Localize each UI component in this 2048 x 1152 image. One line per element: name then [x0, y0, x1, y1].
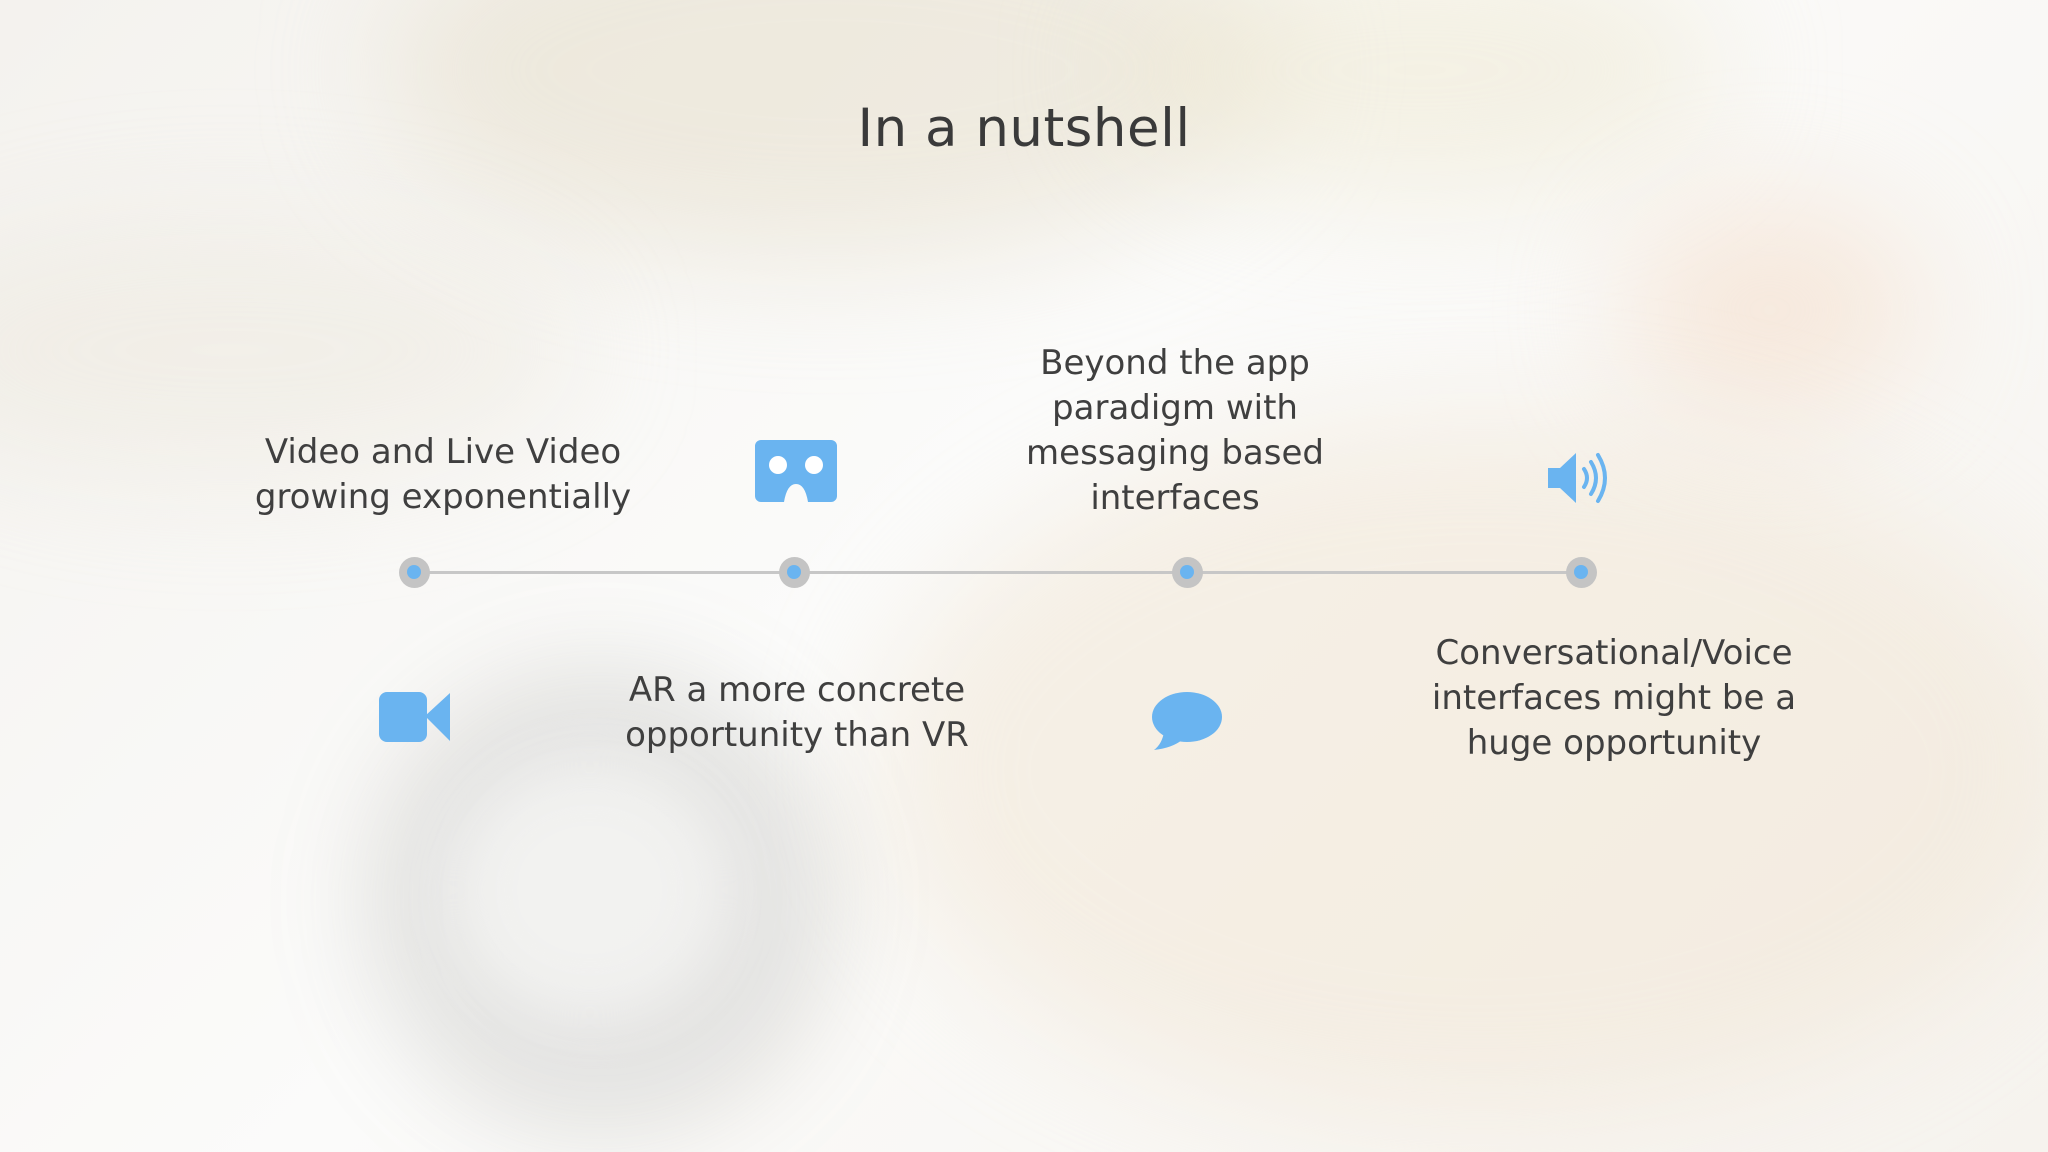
- video-camera-icon: [379, 692, 450, 742]
- caption-line: huge opportunity: [1466, 723, 1762, 763]
- speaker-volume-icon: [1548, 453, 1607, 503]
- timeline-node-4: [1565, 556, 1597, 588]
- timeline-node-2: [778, 556, 810, 588]
- timeline-node-3: [1171, 556, 1203, 588]
- slide-title: In a nutshell: [857, 98, 1191, 159]
- caption-line: opportunity than VR: [625, 715, 969, 755]
- timeline-caption-ar: AR a more concrete opportunity than VR: [597, 668, 997, 758]
- caption-line: Beyond the app: [1040, 343, 1310, 383]
- timeline-caption-messaging: Beyond the app paradigm with messaging b…: [975, 341, 1375, 521]
- caption-line: AR a more concrete: [628, 670, 966, 710]
- speech-bubble-icon: [1152, 692, 1222, 750]
- caption-line: Conversational/Voice: [1435, 633, 1793, 673]
- vr-headset-icon: [755, 440, 837, 502]
- timeline-caption-voice: Conversational/Voice interfaces might be…: [1414, 631, 1814, 766]
- caption-line: messaging based: [1026, 433, 1324, 473]
- timeline-node-1: [398, 556, 430, 588]
- caption-line: paradigm with: [1052, 388, 1298, 428]
- caption-line: interfaces: [1090, 478, 1260, 518]
- caption-line: interfaces might be a: [1431, 678, 1797, 718]
- caption-line: Video and Live Video: [264, 432, 622, 472]
- timeline-caption-video: Video and Live Video growing exponential…: [243, 430, 643, 520]
- caption-line: growing exponentially: [254, 477, 632, 517]
- timeline-line: [414, 571, 1582, 574]
